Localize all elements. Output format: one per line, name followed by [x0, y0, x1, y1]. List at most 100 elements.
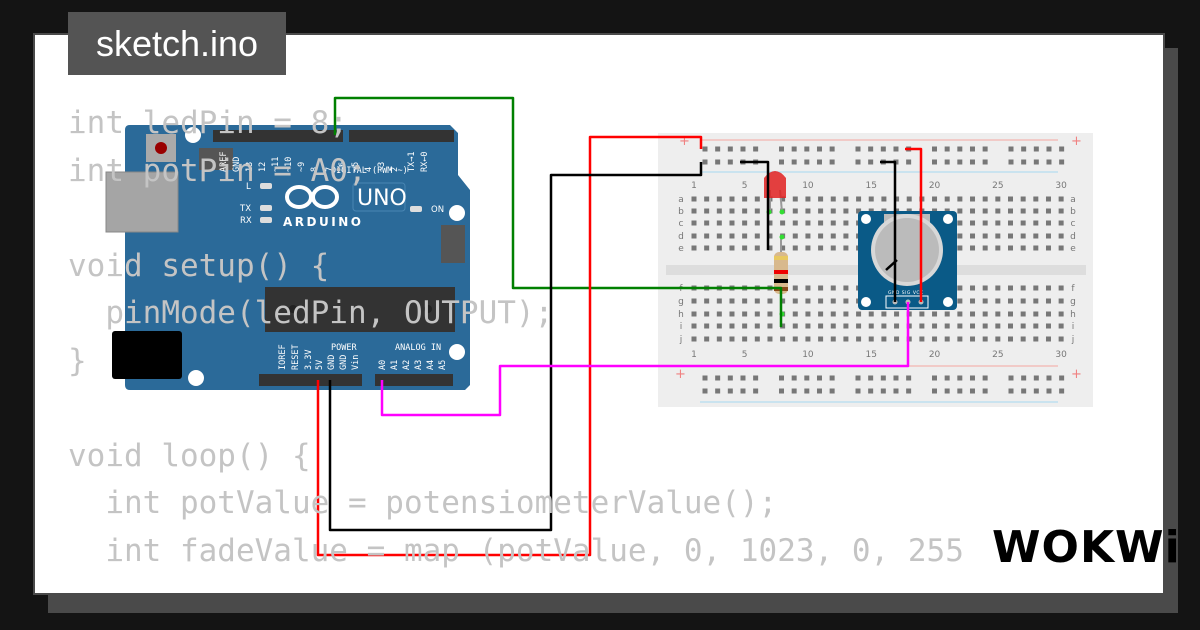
analog-pin-label: A0	[378, 360, 388, 370]
pot-pin-labels: GND SIG VCC	[888, 290, 924, 296]
digital-pin-label: RX←0	[420, 152, 430, 172]
code-line: int potValue = potensiometerValue();	[68, 485, 778, 521]
column-label: 10	[802, 350, 814, 360]
analog-pin-label: A1	[390, 360, 400, 370]
digital-pin-label: ~10	[284, 157, 294, 172]
usb-port	[105, 171, 179, 233]
power-pin-label: GND	[327, 355, 337, 370]
digital-pin-label: 4	[364, 167, 374, 172]
code-line	[68, 195, 964, 243]
column-label: 25	[992, 181, 1003, 191]
code-line: int ledPin = 8;	[68, 105, 348, 141]
digital-header-high	[213, 130, 343, 142]
analog-label: ANALOG IN	[395, 343, 441, 353]
wire-black-pot-gnd[interactable]	[880, 160, 897, 302]
sketch-title: sketch.ino	[68, 12, 286, 75]
rail-plus: +	[1071, 134, 1082, 149]
power-header	[259, 374, 362, 386]
power-pin-label: IOREF	[278, 344, 288, 370]
row-label: j	[1071, 335, 1075, 345]
row-label: j	[679, 335, 683, 345]
power-pin-label: 3.3V	[304, 350, 314, 370]
row-label: c	[1071, 219, 1076, 229]
digital-pin-label: 2	[390, 167, 400, 172]
wire-black-led-gnd[interactable]	[740, 160, 770, 250]
row-label: i	[1072, 322, 1075, 332]
power-pin-label: 5V	[315, 360, 325, 370]
wire-red-pot-vcc[interactable]	[905, 147, 923, 302]
wire-magenta-a0-sig[interactable]	[380, 302, 910, 417]
power-pin-label: GND	[339, 355, 349, 370]
power-pin-label: Vin	[351, 355, 361, 370]
status-led	[410, 206, 422, 212]
power-pin-label: RESET	[291, 344, 301, 370]
row-label: c	[679, 219, 684, 229]
column-label: 5	[742, 181, 748, 191]
column-label: 15	[866, 350, 877, 360]
arduino-model: UNO	[357, 186, 407, 211]
column-label: 20	[929, 181, 941, 191]
row-label: h	[1070, 310, 1076, 320]
column-label: 1	[691, 350, 697, 360]
column-label: 1	[691, 181, 697, 191]
digital-pin-label: AREF	[219, 152, 229, 172]
column-label: 15	[866, 181, 877, 191]
wire-green-pin8-resistor[interactable]	[333, 96, 783, 327]
code-line: void loop() {	[68, 437, 311, 474]
row-label: e	[1070, 244, 1076, 254]
wire-black-gnd-rail[interactable]	[328, 162, 703, 532]
digital-pin-label: ~5	[351, 162, 361, 172]
row-label: i	[680, 322, 683, 332]
rail-plus: +	[679, 134, 690, 149]
analog-pin-label: A5	[438, 360, 448, 370]
column-label: 25	[992, 350, 1003, 360]
wokwi-logo: WOKWi	[992, 522, 1181, 573]
digital-pin-label: ~9	[297, 162, 307, 172]
red-led[interactable]	[764, 171, 786, 213]
code-line: int fadeValue = map (potValue, 0, 1023, …	[68, 532, 964, 569]
analog-pin-label: A3	[414, 360, 424, 370]
row-label: a	[678, 195, 684, 205]
code-line: pinMode(ledPin, OUTPUT);	[68, 295, 554, 331]
led-label: ON	[431, 205, 444, 215]
power-label: POWER	[331, 343, 357, 353]
digital-pin-label: TX→1	[407, 152, 417, 172]
digital-pin-label: 13	[245, 162, 255, 172]
code-line: void setup() {	[68, 247, 330, 284]
digital-pin-label: ~6	[338, 162, 348, 172]
digital-pin-label: ~11	[271, 157, 281, 172]
column-label: 30	[1055, 181, 1067, 191]
led-label: L	[246, 182, 251, 192]
row-label: g	[1070, 297, 1076, 307]
status-led	[260, 183, 272, 189]
row-label: a	[1070, 195, 1076, 205]
row-label: e	[678, 244, 684, 254]
wire-red-5v-rail[interactable]	[316, 135, 703, 557]
resistor[interactable]	[774, 237, 788, 300]
rail-plus: +	[1071, 367, 1082, 382]
column-label: 30	[1055, 350, 1067, 360]
analog-header	[375, 374, 453, 386]
digital-pin-label: GND	[232, 157, 242, 172]
column-label: 20	[929, 350, 941, 360]
code-line	[68, 385, 964, 433]
row-label: h	[678, 310, 684, 320]
digital-pin-label: 12	[258, 162, 268, 172]
digital-pin-label: 7	[325, 167, 335, 172]
row-label: f	[1071, 284, 1075, 294]
row-label: d	[1070, 232, 1076, 242]
row-label: b	[1070, 207, 1076, 217]
column-label: 5	[742, 350, 748, 360]
column-label: 10	[802, 181, 814, 191]
analog-pin-label: A4	[426, 360, 436, 370]
rail-plus: +	[675, 367, 686, 382]
arduino-brand: ARDUINO	[283, 215, 363, 229]
status-led	[260, 205, 272, 211]
digital-label: DIGITAL (PWM ~)	[331, 166, 408, 176]
digital-pin-label: 8	[310, 167, 320, 172]
digital-pin-label: ~3	[377, 162, 387, 172]
led-label: RX	[240, 216, 252, 226]
power-jack	[112, 331, 182, 379]
